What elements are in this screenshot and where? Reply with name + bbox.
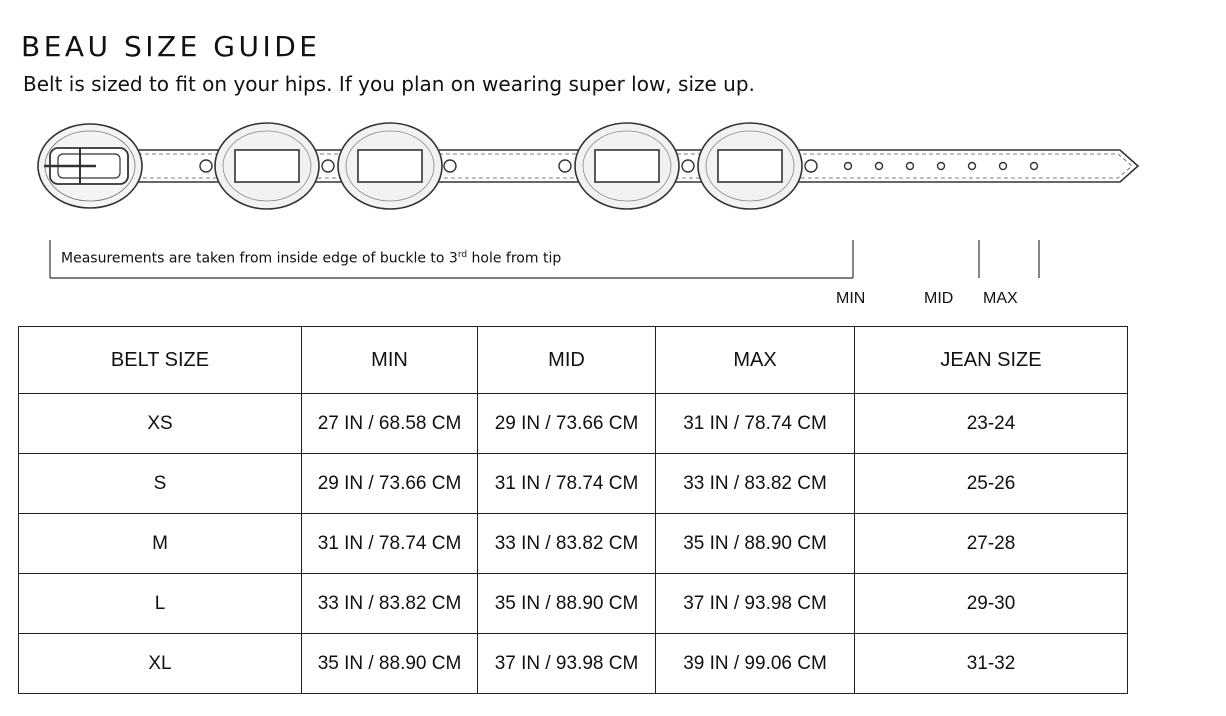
header-jean-size: JEAN SIZE — [854, 326, 1128, 394]
cell-mid: 29 IN / 73.66 CM — [477, 393, 656, 454]
cell-max: 35 IN / 88.90 CM — [655, 513, 855, 574]
table-header-row: BELT SIZE MIN MID MAX JEAN SIZE — [18, 326, 1128, 394]
header-max: MAX — [655, 326, 855, 394]
table-row: XL 35 IN / 88.90 CM 37 IN / 93.98 CM 39 … — [18, 633, 1128, 694]
cell-jean-size: 31-32 — [854, 633, 1128, 694]
table-row: M 31 IN / 78.74 CM 33 IN / 83.82 CM 35 I… — [18, 513, 1128, 574]
cell-min: 29 IN / 73.66 CM — [301, 453, 478, 514]
measurement-note: Measurements are taken from inside edge … — [61, 250, 561, 267]
cell-max: 31 IN / 78.74 CM — [655, 393, 855, 454]
size-table: BELT SIZE MIN MID MAX JEAN SIZE XS 27 IN… — [18, 326, 1128, 694]
header-mid: MID — [477, 326, 656, 394]
measurement-bracket — [49, 240, 1040, 279]
measurement-note-text: Measurements are taken from inside edge … — [61, 250, 458, 267]
measure-label-max: MAX — [983, 290, 1018, 307]
belt-illustration — [37, 122, 1140, 210]
cell-max: 39 IN / 99.06 CM — [655, 633, 855, 694]
cell-belt-size: XL — [18, 633, 302, 694]
cell-max: 33 IN / 83.82 CM — [655, 453, 855, 514]
page-subtitle: Belt is sized to fit on your hips. If yo… — [23, 72, 755, 96]
cell-min: 27 IN / 68.58 CM — [301, 393, 478, 454]
cell-belt-size: XS — [18, 393, 302, 454]
table-row: XS 27 IN / 68.58 CM 29 IN / 73.66 CM 31 … — [18, 393, 1128, 454]
header-belt-size: BELT SIZE — [18, 326, 302, 394]
table-row: L 33 IN / 83.82 CM 35 IN / 88.90 CM 37 I… — [18, 573, 1128, 634]
page-title: BEAU SIZE GUIDE — [21, 30, 321, 63]
cell-min: 33 IN / 83.82 CM — [301, 573, 478, 634]
cell-min: 31 IN / 78.74 CM — [301, 513, 478, 574]
cell-jean-size: 23-24 — [854, 393, 1128, 454]
measure-label-mid: MID — [924, 290, 954, 307]
cell-jean-size: 27-28 — [854, 513, 1128, 574]
measurement-note-end: hole from tip — [467, 250, 562, 267]
table-row: S 29 IN / 73.66 CM 31 IN / 78.74 CM 33 I… — [18, 453, 1128, 514]
cell-belt-size: S — [18, 453, 302, 514]
cell-max: 37 IN / 93.98 CM — [655, 573, 855, 634]
cell-mid: 37 IN / 93.98 CM — [477, 633, 656, 694]
cell-min: 35 IN / 88.90 CM — [301, 633, 478, 694]
cell-mid: 31 IN / 78.74 CM — [477, 453, 656, 514]
cell-belt-size: M — [18, 513, 302, 574]
cell-mid: 35 IN / 88.90 CM — [477, 573, 656, 634]
header-min: MIN — [301, 326, 478, 394]
cell-mid: 33 IN / 83.82 CM — [477, 513, 656, 574]
cell-jean-size: 25-26 — [854, 453, 1128, 514]
measurement-note-superscript: rd — [457, 250, 468, 260]
cell-belt-size: L — [18, 573, 302, 634]
cell-jean-size: 29-30 — [854, 573, 1128, 634]
measure-label-min: MIN — [836, 290, 866, 307]
